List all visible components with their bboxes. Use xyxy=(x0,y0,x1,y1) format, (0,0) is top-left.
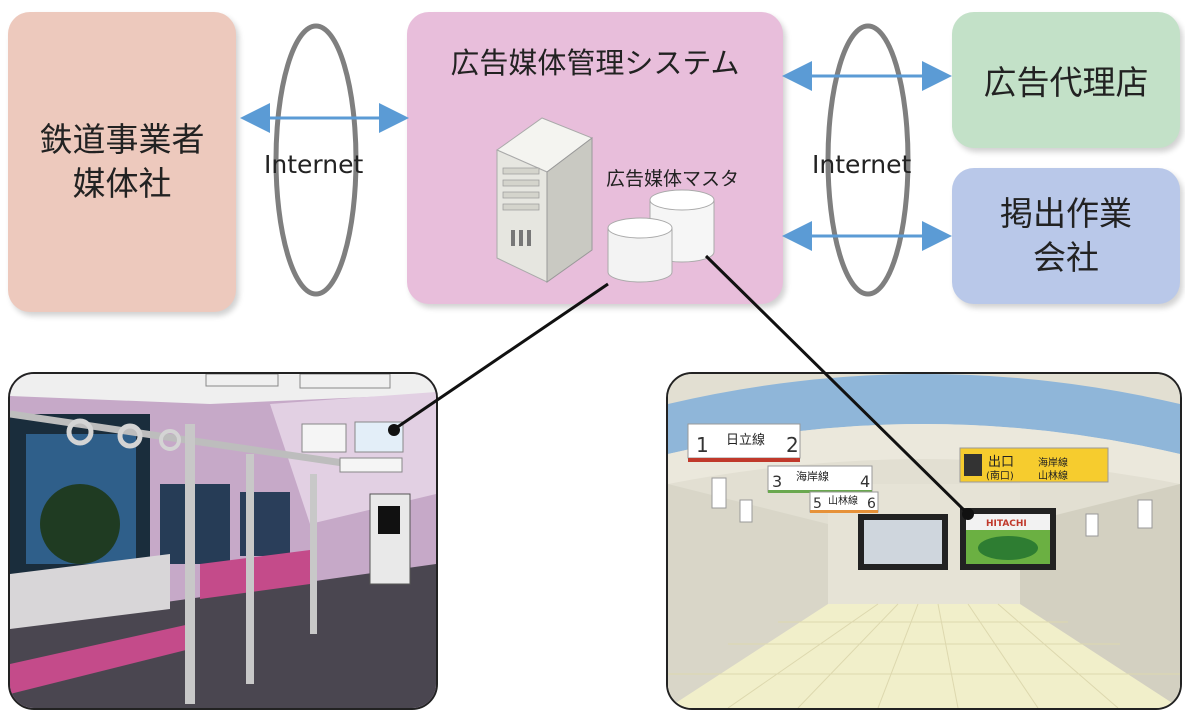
railway-operator-box: 鉄道事業者 媒体社 xyxy=(8,12,236,312)
railway-operator-label: 鉄道事業者 xyxy=(39,120,205,159)
station-concourse-drawing: 1 2 日立線 3 4 海岸線 5 6 山林線 出口 (南口) 海岸線 山林線 … xyxy=(668,374,1180,708)
company-label: 会社 xyxy=(1033,238,1099,277)
sign-line-b: 海岸線 xyxy=(796,469,829,483)
sign-num-3: 3 xyxy=(772,472,782,491)
ad-media-master-label: 広告媒体マスタ xyxy=(606,168,740,190)
media-company-label: 媒体社 xyxy=(72,164,172,203)
station-concourse-image: 1 2 日立線 3 4 海岸線 5 6 山林線 出口 (南口) 海岸線 山林線 … xyxy=(666,372,1182,710)
sign-exit-line1: 海岸線 xyxy=(1038,456,1068,469)
internet-label-left: Internet xyxy=(264,150,364,179)
internet-label-right: Internet xyxy=(812,150,912,179)
train-interior-image xyxy=(8,372,438,710)
sign-line-a: 日立線 xyxy=(726,432,765,448)
sign-exit-sub: (南口) xyxy=(986,469,1014,482)
sign-exit-line2: 山林線 xyxy=(1038,469,1068,482)
sign-exit: 出口 xyxy=(988,455,1014,470)
sign-num-2: 2 xyxy=(786,433,799,457)
sign-num-6: 6 xyxy=(867,496,876,512)
sign-line-c: 山林線 xyxy=(828,494,858,507)
posting-company-box: 掲出作業 会社 xyxy=(952,168,1180,304)
sign-num-1: 1 xyxy=(696,433,709,457)
ad-agency-label: 広告代理店 xyxy=(983,63,1149,102)
posting-work-label: 掲出作業 xyxy=(1000,194,1132,233)
sign-num-5: 5 xyxy=(813,496,822,512)
sign-num-4: 4 xyxy=(860,472,870,491)
ad-media-management-system-box: 広告媒体管理システム xyxy=(407,12,783,304)
sign-hitachi: HITACHI xyxy=(986,519,1027,529)
train-interior-drawing xyxy=(10,374,436,708)
system-title: 広告媒体管理システム xyxy=(450,46,740,80)
ad-agency-box: 広告代理店 xyxy=(952,12,1180,148)
